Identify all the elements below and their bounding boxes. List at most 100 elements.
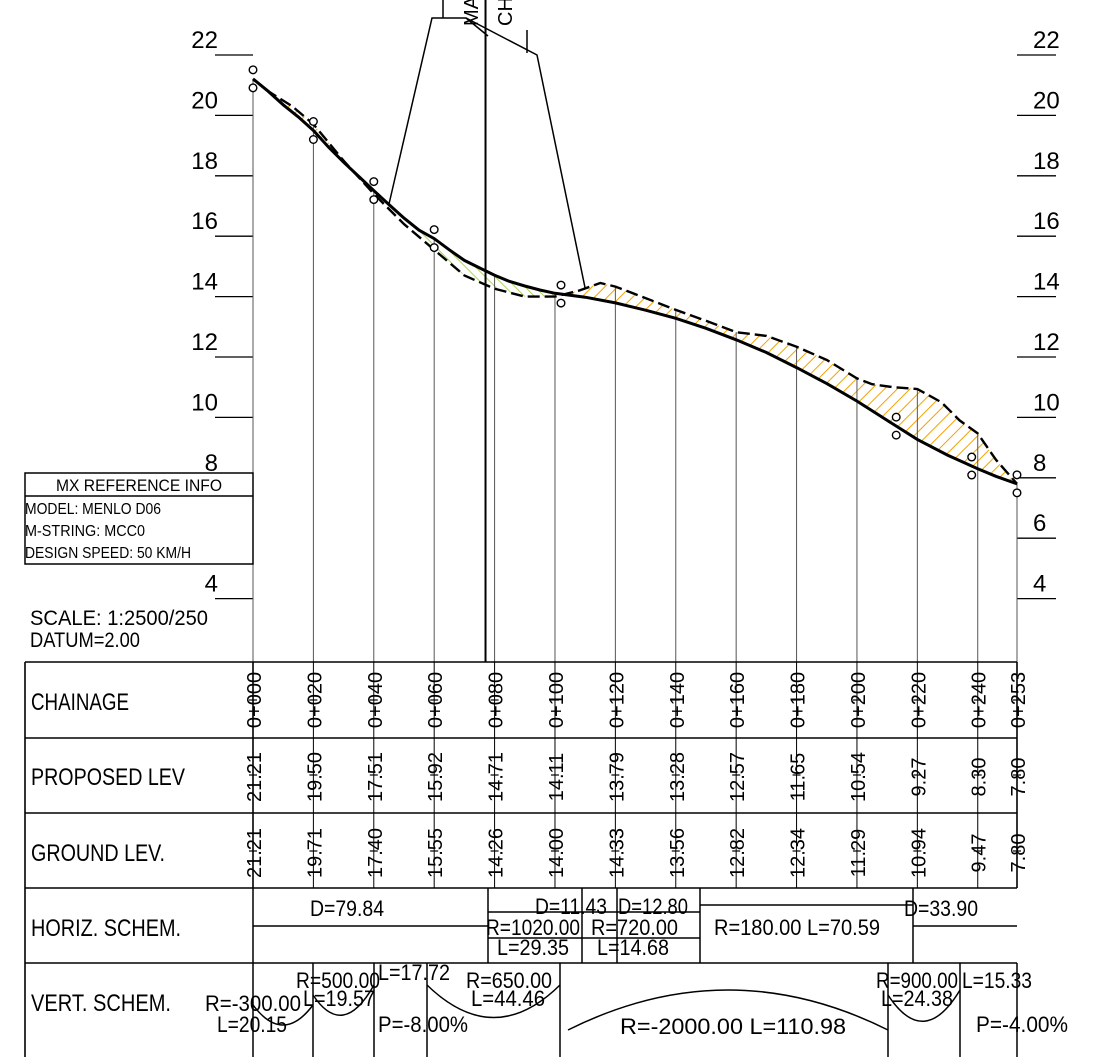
control-point-marker: [369, 195, 379, 205]
proposed-level-value: 19.50: [304, 752, 326, 802]
control-point-marker: [556, 298, 566, 308]
vert-label: P=-4.00%: [976, 1012, 1068, 1037]
tick-label-right: 6: [1033, 510, 1046, 537]
horiz-label: R=720.00: [591, 915, 678, 940]
ground-level-value: 14.33: [606, 828, 628, 878]
tick-label-right: 10: [1033, 389, 1060, 416]
ground-level-value: 12.82: [727, 828, 749, 878]
ground-level-value: 14.00: [546, 828, 568, 878]
profile-lines: [252, 77, 1018, 486]
horizontal-schematic-labels: D=79.84 D=11.43 D=12.80 R=1020.00 L=29.3…: [310, 894, 978, 960]
ground-level-value: 21.21: [244, 828, 266, 878]
control-point-marker: [891, 430, 901, 440]
control-point-marker: [1012, 470, 1022, 480]
ground-level-value: 19.71: [304, 828, 326, 878]
elevation-axis: 2222202018181616141412121010886644: [191, 27, 1060, 600]
table-station-columns: 0+00021.2121.210+02019.5019.710+04017.51…: [244, 662, 1030, 888]
reference-mstring: M-STRING: MCC0: [25, 523, 145, 540]
scale-text: SCALE: 1:2500/250: [30, 607, 208, 630]
proposed-level-value: 10.54: [848, 752, 870, 802]
reference-info-box: MX REFERENCE INFO MODEL: MENLO D06 M-STR…: [24, 472, 254, 565]
proposed-line: [252, 77, 1018, 486]
cut-fill-hatching: [274, 95, 1014, 483]
control-point-markers: [248, 65, 1022, 498]
tick-label-right: 14: [1033, 269, 1060, 296]
control-point-marker: [429, 243, 439, 253]
control-point-marker: [891, 412, 901, 422]
ground-level-value: 11.29: [848, 829, 870, 878]
ground-level-value: 12.34: [788, 828, 810, 878]
chainage-label: 0+060: [425, 672, 447, 728]
proposed-level-value: 21.21: [244, 752, 266, 802]
proposed-level-value: 13.28: [667, 752, 689, 802]
tick-label-left: 18: [191, 148, 218, 175]
ground-level-value: 15.55: [425, 828, 447, 878]
tick-label-left: 8: [205, 450, 218, 477]
chainage-label: 0+160: [727, 672, 749, 728]
tick-label-right: 16: [1033, 208, 1060, 235]
tick-label-right: 12: [1033, 329, 1060, 356]
vert-label: L=44.46: [471, 986, 545, 1011]
proposed-level-value: 11.65: [788, 753, 810, 802]
horiz-label: L=14.68: [597, 935, 669, 960]
datum-text: DATUM=2.00: [30, 629, 140, 652]
ground-line: [252, 77, 1018, 485]
chainage-label: 0+240: [969, 672, 991, 728]
vert-label: R=650.00: [466, 968, 552, 993]
chainage-label: 0+040: [365, 672, 387, 728]
proposed-level-value: 14.11: [546, 753, 568, 802]
tick-label-left: 14: [191, 269, 218, 296]
ground-level-value: 14.26: [486, 828, 508, 878]
proposed-level-value: 17.51: [365, 752, 387, 802]
proposed-level-value: 7.80: [1008, 758, 1030, 797]
vert-label: P=-8.00%: [378, 1012, 468, 1037]
horiz-label: D=33.90: [904, 896, 978, 921]
row-header-vert: VERT. SCHEM.: [31, 990, 171, 1017]
ground-level-value: 7.80: [1008, 834, 1030, 873]
row-header-horiz: HORIZ. SCHEM.: [31, 915, 181, 942]
vert-label: R=-300.00: [205, 991, 301, 1016]
vertical-schematic: [252, 963, 1018, 1057]
tick-label-right: 8: [1033, 450, 1046, 477]
proposed-level-value: 14.71: [486, 752, 508, 802]
tick-label-left: 22: [191, 27, 218, 54]
tick-label-right: 18: [1033, 148, 1060, 175]
fill-hatch-area: [570, 283, 1014, 483]
control-point-marker: [308, 116, 318, 126]
tick-label-left: 4: [205, 571, 218, 598]
station-gridlines: [252, 78, 1018, 662]
tick-label-right: 22: [1033, 27, 1060, 54]
control-point-marker: [967, 452, 977, 462]
vert-label: R=900.00: [876, 968, 958, 993]
reference-title: MX REFERENCE INFO: [56, 476, 222, 495]
chainage-label: 0+080: [486, 672, 508, 728]
control-point-marker: [1012, 488, 1022, 498]
control-point-marker: [369, 177, 379, 187]
intersection-point-marker: MA CH: [388, 0, 586, 662]
row-header-chainage: CHAINAGE: [31, 689, 129, 716]
vert-label: L=20.15: [217, 1012, 287, 1037]
control-point-marker: [556, 280, 566, 290]
ip-label-ch: CH: [495, 0, 517, 26]
horiz-label: D=11.43: [535, 894, 607, 919]
vert-label: L=15.33: [962, 968, 1032, 993]
chainage-label: 0+253: [1008, 672, 1030, 728]
chainage-label: 0+020: [304, 672, 326, 728]
chainage-label: 0+140: [667, 672, 689, 728]
profile-table: CHAINAGE PROPOSED LEV GROUND LEV. HORIZ.…: [24, 661, 1017, 1057]
horiz-label: R=180.00 L=70.59: [714, 915, 880, 940]
horiz-label: R=1020.00: [486, 915, 580, 940]
ip-label-ma: MA: [461, 0, 483, 26]
vertical-schematic-labels: R=-300.00 L=20.15 R=500.00 L=19.57 L=17.…: [205, 960, 1068, 1039]
reference-model: MODEL: MENLO D06: [25, 501, 161, 518]
chainage-label: 0+200: [848, 672, 870, 728]
chainage-label: 0+180: [788, 672, 810, 728]
control-point-marker: [248, 83, 258, 93]
control-point-marker: [967, 470, 977, 480]
tick-label-left: 10: [191, 389, 218, 416]
chainage-label: 0+220: [908, 672, 930, 728]
tick-label-left: 20: [191, 87, 218, 114]
vert-label: L=19.57: [303, 986, 375, 1011]
horiz-label: D=79.84: [310, 896, 384, 921]
